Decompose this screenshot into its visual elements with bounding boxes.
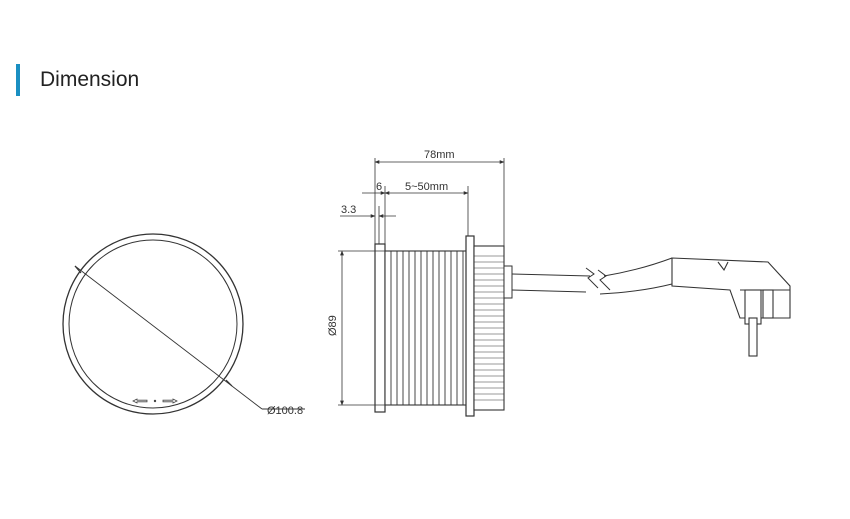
front-view: Ø100.8 bbox=[62, 233, 305, 417]
flange bbox=[374, 243, 386, 413]
leader-tick-top bbox=[74, 265, 82, 274]
leader-tick-bottom bbox=[225, 379, 233, 387]
dimension-lines bbox=[338, 158, 505, 406]
cable-break-icon bbox=[585, 267, 611, 291]
thread-lines bbox=[390, 251, 464, 405]
accent-bar bbox=[16, 64, 20, 96]
outer-rim bbox=[62, 233, 244, 415]
section-heading: Dimension bbox=[16, 64, 139, 96]
diameter-leader bbox=[74, 265, 263, 410]
power-cable bbox=[511, 257, 673, 295]
schuko-plug-icon bbox=[671, 257, 791, 357]
section-title: Dimension bbox=[40, 68, 140, 91]
flange-thickness-label: 6 bbox=[376, 181, 382, 193]
outer-diameter-label: Ø100.8 bbox=[267, 405, 303, 417]
thread-range-label: 5~50mm bbox=[405, 181, 448, 193]
lock-nut bbox=[465, 235, 475, 417]
lip-label: 3.3 bbox=[341, 204, 356, 216]
body-diameter-label: Ø89 bbox=[327, 315, 339, 336]
threaded-body bbox=[384, 250, 471, 406]
total-depth-label: 78mm bbox=[424, 149, 455, 161]
side-view bbox=[374, 235, 791, 417]
inner-rim bbox=[68, 239, 238, 409]
arrow-indicator-icon bbox=[132, 398, 178, 404]
housing-ribs bbox=[474, 255, 504, 401]
cable-gland bbox=[503, 265, 513, 299]
